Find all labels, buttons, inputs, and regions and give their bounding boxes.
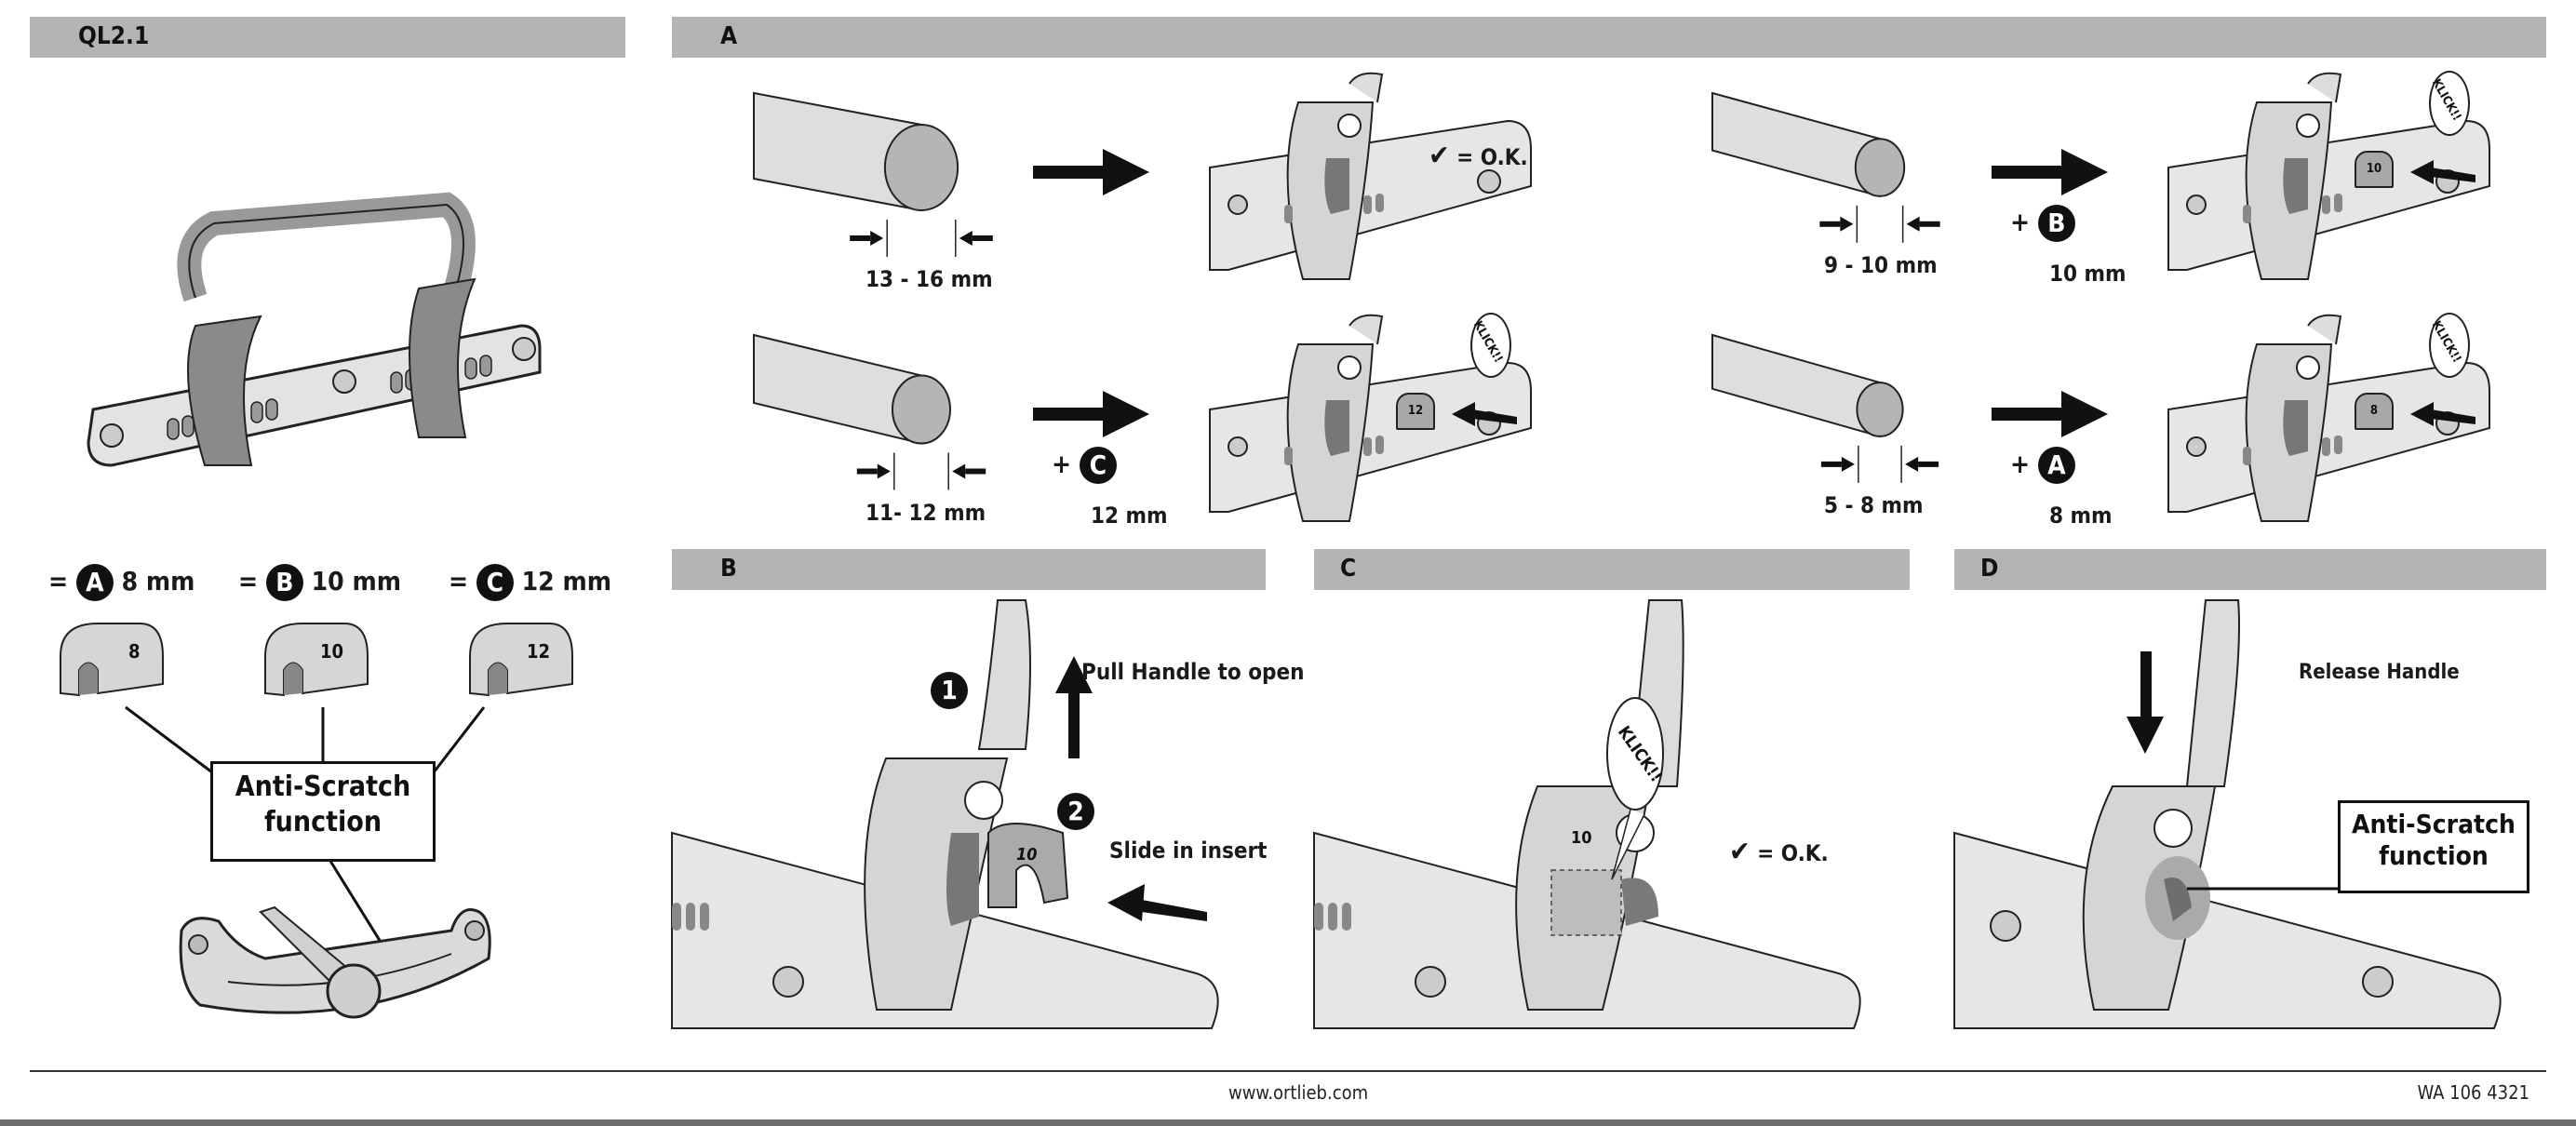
anti-scratch-box: Anti-Scratch function xyxy=(210,761,436,862)
step-c-insert-label: 10 xyxy=(1571,828,1592,848)
insert-a-badge: A xyxy=(75,564,114,601)
dimension-arrow-right-icon xyxy=(959,231,973,246)
step-d-box-line1: Anti-Scratch xyxy=(2352,809,2516,839)
insert-b-badge: B xyxy=(265,564,303,601)
clamp-insert-label: 8 xyxy=(2355,393,2394,430)
step-b-illustration xyxy=(671,599,1219,1029)
insert-piece-12 xyxy=(469,623,573,697)
c-header-bar: C xyxy=(1314,549,1910,590)
plus-sign: + xyxy=(1052,449,1072,479)
plus-sign: + xyxy=(2010,207,2031,237)
step-c-ok: ✔ = O.K. xyxy=(1729,836,1829,868)
b-header-bar: B xyxy=(672,549,1266,590)
insert-piece-8-label: 8 xyxy=(128,640,141,663)
plus-insert: + A xyxy=(2010,447,2075,484)
insert-size: 10 mm xyxy=(2049,261,2127,287)
step-d-release-handle-text: Release Handle xyxy=(2299,661,2460,684)
step-d-anti-scratch-box: Anti-Scratch function xyxy=(2338,800,2529,893)
anti-scratch-line2: function xyxy=(263,806,382,838)
legend-insert-c: = C 12 mm xyxy=(449,564,611,601)
ql-header-bar: QL2.1 xyxy=(30,17,625,58)
footer-url[interactable]: www.ortlieb.com xyxy=(1228,1081,1369,1104)
step-a-row: 11- 12 mm + C 12 mm 12 KLICK!! xyxy=(745,313,1601,549)
checkmark-icon: ✔ xyxy=(1429,140,1450,172)
insert-badge: A xyxy=(2037,447,2075,484)
dimension-arrow-left-icon xyxy=(870,231,884,246)
clamp-illustration xyxy=(1209,314,1532,522)
insert-piece-10-label: 10 xyxy=(320,640,344,663)
dimension-arrow-right-icon xyxy=(952,463,966,479)
tube-illustration xyxy=(753,333,986,490)
checkmark-icon: ✔ xyxy=(1729,836,1751,868)
dimension-arrow-right-icon xyxy=(1905,456,1919,472)
a-title: A xyxy=(720,22,738,50)
plus-sign: + xyxy=(2010,449,2031,479)
step-d-box-line2: function xyxy=(2379,840,2489,871)
tube-diameter-range: 11- 12 mm xyxy=(865,499,986,526)
tube-illustration xyxy=(1711,333,1939,483)
anti-scratch-line1: Anti-Scratch xyxy=(235,771,411,803)
klick-callout: KLICK!! xyxy=(2429,71,2470,136)
clamp-insert-label: 10 xyxy=(2355,151,2394,188)
step-c-illustration xyxy=(1313,599,1861,1029)
ok-text: = O.K. xyxy=(1456,144,1528,170)
push-arrow-icon xyxy=(2410,160,2475,184)
insert-size: 8 mm xyxy=(2049,503,2113,529)
insert-piece-10 xyxy=(264,623,369,697)
tube-diameter-range: 9 - 10 mm xyxy=(1824,251,1938,278)
step-a-row: 13 - 16 mm ✔ = O.K. xyxy=(745,72,1601,307)
d-header-bar: D xyxy=(1954,549,2546,590)
next-arrow-icon xyxy=(1033,391,1149,437)
step-a-row: 9 - 10 mm + B 10 mm 10 KLICK!! xyxy=(1703,71,2559,307)
tube-illustration xyxy=(753,91,993,257)
insert-size: 12 mm xyxy=(1091,503,1168,529)
klick-callout: KLICK!! xyxy=(1470,313,1511,378)
bottom-strip xyxy=(0,1119,2576,1126)
dimension-arrow-left-icon xyxy=(1840,216,1854,232)
insert-badge: B xyxy=(2037,205,2075,242)
insert-piece-12-label: 12 xyxy=(527,640,551,663)
clamp-illustration xyxy=(1209,72,1532,280)
anti-scratch-connectors xyxy=(125,705,486,959)
tube-diameter-range: 5 - 8 mm xyxy=(1824,491,1924,518)
adjuster-illustration xyxy=(179,905,491,1019)
step-b-slide-insert-text: Slide in insert xyxy=(1109,838,1268,864)
tube-illustration xyxy=(1711,91,1940,243)
b-title: B xyxy=(720,555,737,583)
legend-insert-b: = B 10 mm xyxy=(238,564,401,601)
dimension-arrow-left-icon xyxy=(1841,456,1855,472)
dimension-arrow-left-icon xyxy=(877,463,891,479)
next-arrow-icon xyxy=(1033,149,1149,195)
step-b-1-badge: 1 xyxy=(931,672,968,709)
footer-divider xyxy=(30,1070,2546,1072)
step-b-insert-label: 10 xyxy=(1016,845,1038,865)
tube-diameter-range: 13 - 16 mm xyxy=(865,266,993,292)
d-title: D xyxy=(1980,555,1999,583)
insert-piece-8 xyxy=(60,623,164,697)
dimension-arrow-right-icon xyxy=(1906,216,1920,232)
clamp-illustration xyxy=(2167,72,2490,280)
ql-mount-illustration xyxy=(87,192,542,467)
c-title: C xyxy=(1340,555,1357,583)
a-header-bar: A xyxy=(672,17,2546,58)
next-arrow-icon xyxy=(1992,391,2108,437)
step-a-row: 5 - 8 mm + A 8 mm 8 KLICK!! xyxy=(1703,313,2559,549)
push-arrow-icon xyxy=(2410,402,2475,426)
footer-doc-code: WA 106 4321 xyxy=(2417,1081,2529,1104)
push-arrow-icon xyxy=(1452,402,1517,426)
step-b-2-badge: 2 xyxy=(1057,793,1094,830)
step-d-illustration xyxy=(1953,599,2502,1029)
plus-insert: + C xyxy=(1052,447,1117,484)
clamp-illustration xyxy=(2167,314,2490,522)
step-b-pull-handle-text: Pull Handle to open xyxy=(1081,659,1305,685)
insert-c-badge: C xyxy=(476,564,514,601)
next-arrow-icon xyxy=(1992,149,2108,195)
klick-callout: KLICK!! xyxy=(2429,313,2470,378)
plus-insert: + B xyxy=(2010,205,2075,242)
ql-title: QL2.1 xyxy=(78,22,150,50)
ok-indicator: ✔ = O.K. xyxy=(1429,140,1528,172)
insert-badge: C xyxy=(1079,447,1117,484)
legend-insert-a: = A 8 mm xyxy=(48,564,195,601)
clamp-insert-label: 12 xyxy=(1396,393,1435,430)
